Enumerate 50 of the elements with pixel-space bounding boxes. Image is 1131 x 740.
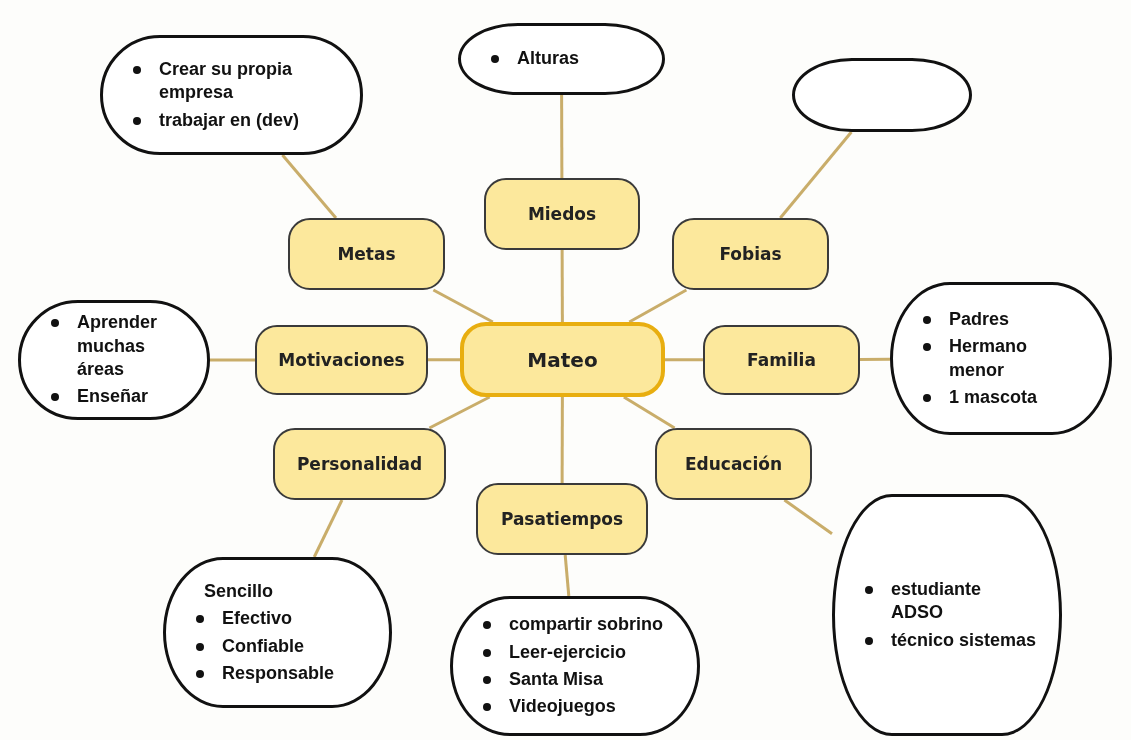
connector-line: [312, 499, 344, 558]
connector-line: [783, 498, 833, 535]
list-item: Responsable: [192, 661, 367, 686]
list-item: 1 mascota: [919, 385, 1087, 410]
connector-line: [560, 397, 564, 483]
topic-node: [255, 325, 428, 395]
connector-line: [560, 95, 564, 178]
node-label: Mateo: [527, 347, 598, 372]
topic-node: [655, 428, 812, 500]
central-node: [460, 322, 665, 397]
list-item: Alturas: [487, 47, 640, 71]
node-label: Personalidad: [296, 454, 423, 474]
list-item: trabajar en (dev): [129, 108, 338, 133]
connector-line: [210, 358, 255, 362]
topic-node: [484, 178, 640, 250]
list-item: técnico sistemas: [861, 628, 1037, 653]
node-label: Motivaciones: [278, 350, 405, 370]
node-label: Metas: [337, 244, 396, 264]
connector-line: [281, 154, 338, 219]
list-item: Efectivo: [192, 607, 367, 631]
node-label: Pasatiempos: [500, 509, 624, 529]
list-item: Enseñar: [47, 385, 185, 409]
connector-line: [560, 250, 564, 322]
node-label: Fobias: [719, 244, 782, 264]
connector-line: [428, 358, 460, 362]
connector-line: [779, 131, 853, 219]
connector-line: [665, 358, 703, 362]
topic-node: [273, 428, 446, 500]
connector-line: [428, 395, 491, 430]
topic-node: [703, 325, 860, 395]
list-item: Videojuegos: [479, 695, 675, 719]
connector-line: [860, 357, 890, 361]
connector-line: [628, 288, 688, 324]
topic-node: [672, 218, 829, 290]
list-item: Padres: [919, 307, 1087, 332]
list-item: Sencillo: [203, 579, 275, 603]
list-item: Leer-ejercicio: [479, 640, 675, 664]
connector-line: [432, 288, 494, 324]
node-label: Familia: [747, 350, 816, 370]
list-item: Aprender muchas áreas: [47, 311, 185, 382]
node-label: Educación: [684, 454, 783, 474]
list-item: Santa Misa: [479, 668, 675, 692]
connector-line: [563, 554, 571, 597]
node-label: Miedos: [527, 204, 597, 224]
topic-node: [476, 483, 648, 555]
list-item: Hermano menor: [919, 335, 1087, 382]
topic-node: [288, 218, 445, 290]
list-item: Confiable: [192, 634, 367, 658]
connector-line: [623, 395, 676, 430]
list-item: compartir sobrino: [479, 613, 675, 637]
